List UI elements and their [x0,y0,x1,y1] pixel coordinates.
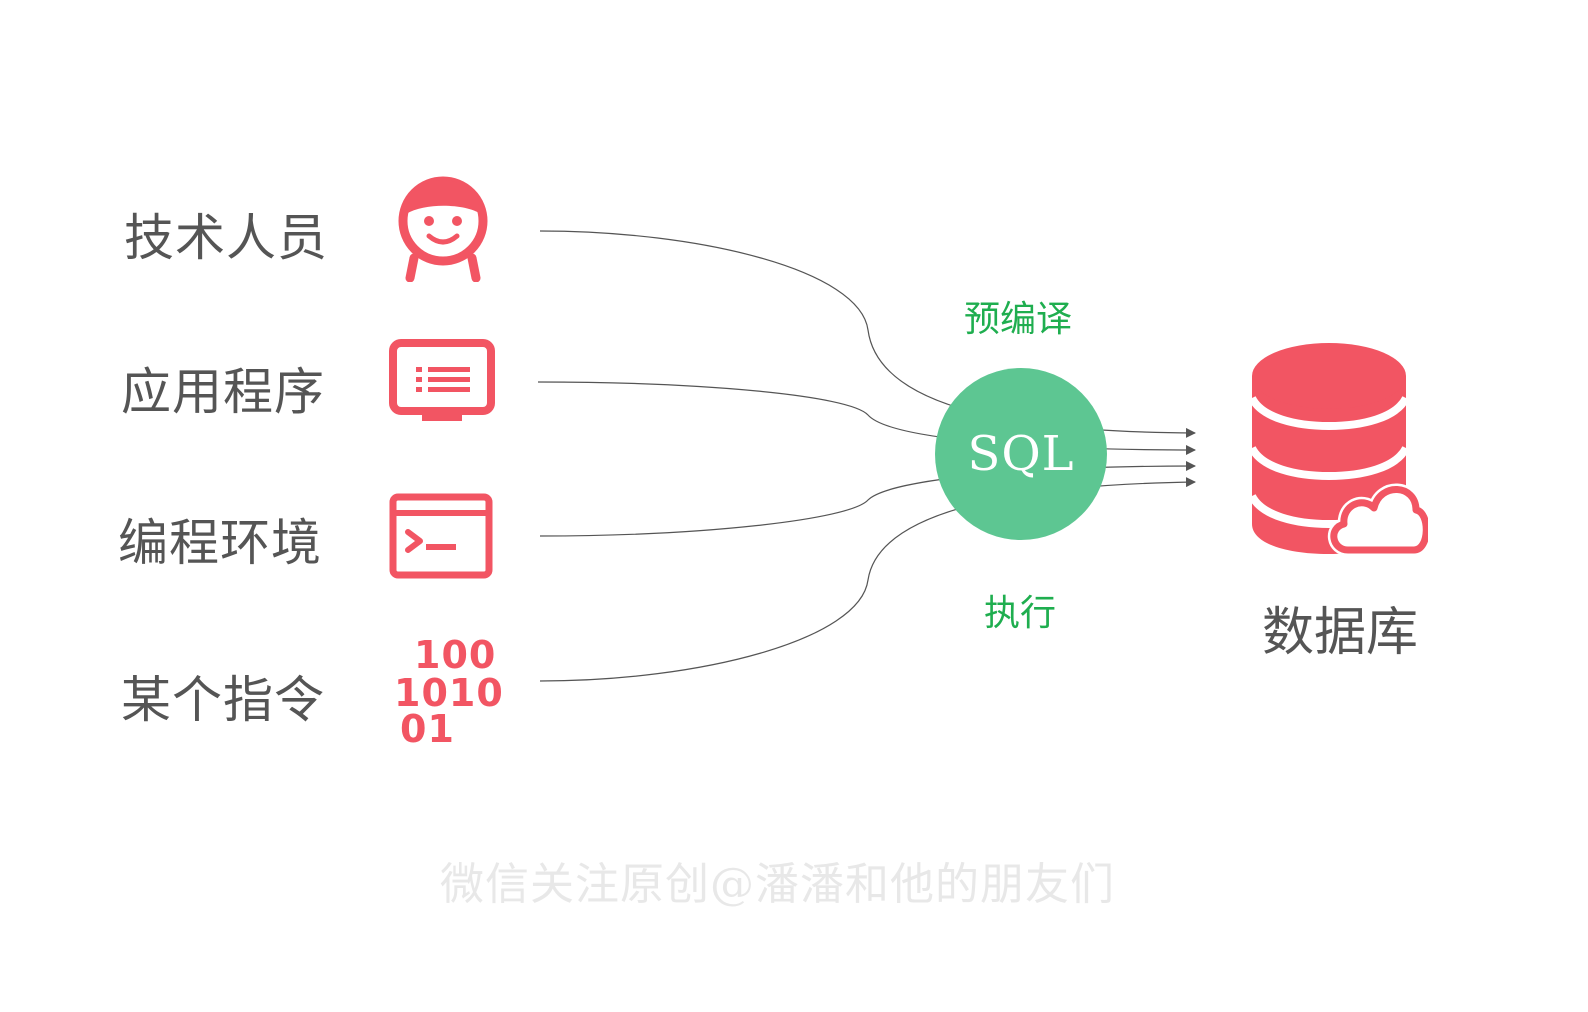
step-label-precompile: 预编译 [964,299,1073,340]
sql-node-label: SQL [967,426,1075,482]
database-cloud-icon [1248,343,1428,556]
database-label: 数据库 [1262,603,1419,663]
source-label-application: 应用程序 [121,363,325,421]
sql-node: SQL [935,368,1107,540]
source-label-technician: 技术人员 [124,209,328,267]
flow-line-technician [539,230,1196,438]
monitor-icon [389,339,495,421]
flow-line-instruction [539,477,1196,682]
binary-line-3: 01 [400,707,455,751]
binary-line-1: 100 [414,633,497,677]
source-label-instruction: 某个指令 [121,671,325,729]
terminal-icon [389,493,493,579]
source-label-programming-env: 编程环境 [118,514,322,572]
step-label-execute: 执行 [984,593,1057,634]
person-icon [398,176,488,282]
watermark: 微信关注原创@潘潘和他的朋友们 [440,859,1115,910]
binary-line-2: 1010 [394,671,504,715]
binary-icon: 100 1010 01 [392,632,503,748]
